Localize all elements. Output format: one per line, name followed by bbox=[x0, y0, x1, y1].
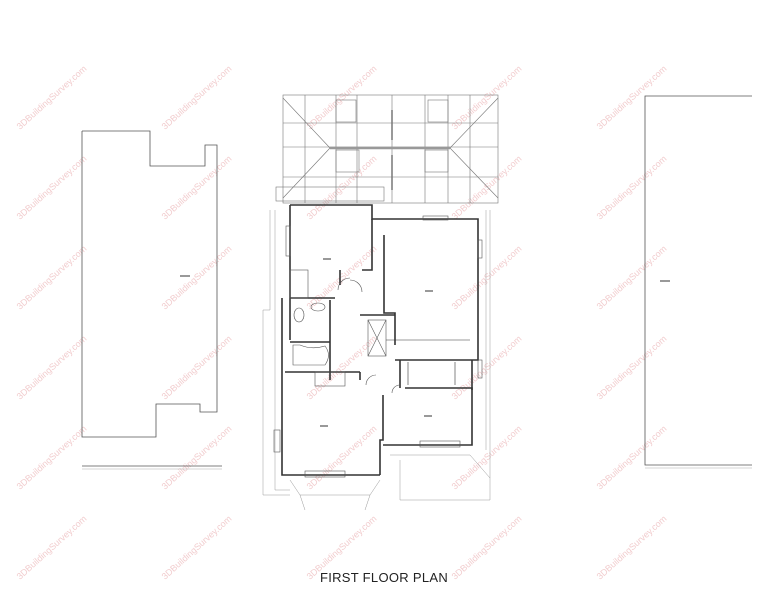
external-outline bbox=[262, 210, 491, 511]
watermark-text: 3DBuildingSurvey.com bbox=[15, 334, 89, 402]
watermark-text: 3DBuildingSurvey.com bbox=[160, 64, 234, 132]
watermark-text: 3DBuildingSurvey.com bbox=[305, 334, 379, 402]
watermark-text: 3DBuildingSurvey.com bbox=[450, 334, 524, 402]
roof-plan bbox=[275, 94, 499, 204]
watermark-text: 3DBuildingSurvey.com bbox=[595, 64, 669, 132]
fixtures bbox=[273, 215, 483, 478]
room-labels bbox=[180, 258, 670, 427]
watermark-text: 3DBuildingSurvey.com bbox=[160, 424, 234, 492]
watermark-text: 3DBuildingSurvey.com bbox=[450, 244, 524, 312]
watermark-text: 3DBuildingSurvey.com bbox=[305, 244, 379, 312]
watermark-text: 3DBuildingSurvey.com bbox=[450, 154, 524, 222]
watermark-text: 3DBuildingSurvey.com bbox=[160, 244, 234, 312]
watermark-text: 3DBuildingSurvey.com bbox=[15, 244, 89, 312]
watermark-text: 3DBuildingSurvey.com bbox=[305, 424, 379, 492]
left-neighbour-outline bbox=[81, 130, 222, 470]
watermark-text: 3DBuildingSurvey.com bbox=[305, 64, 379, 132]
watermark-text: 3DBuildingSurvey.com bbox=[450, 424, 524, 492]
watermark-text: 3DBuildingSurvey.com bbox=[160, 334, 234, 402]
watermark-layer: 3DBuildingSurvey.com 3DBuildingSurvey.com… bbox=[15, 64, 669, 582]
watermark-text: 3DBuildingSurvey.com bbox=[595, 244, 669, 312]
drawing-title: FIRST FLOOR PLAN bbox=[319, 570, 449, 585]
watermark-text: 3DBuildingSurvey.com bbox=[305, 154, 379, 222]
watermark-text: 3DBuildingSurvey.com bbox=[450, 64, 524, 132]
watermark-text: 3DBuildingSurvey.com bbox=[15, 154, 89, 222]
watermark-text: 3DBuildingSurvey.com bbox=[595, 334, 669, 402]
first-floor-walls bbox=[281, 204, 479, 476]
watermark-text: 3DBuildingSurvey.com bbox=[15, 64, 89, 132]
watermark-text: 3DBuildingSurvey.com bbox=[15, 424, 89, 492]
watermark-text: 3DBuildingSurvey.com bbox=[160, 154, 234, 222]
watermark-text: 3DBuildingSurvey.com bbox=[595, 424, 669, 492]
watermark-text: 3DBuildingSurvey.com bbox=[595, 154, 669, 222]
right-neighbour-outline bbox=[644, 95, 752, 469]
